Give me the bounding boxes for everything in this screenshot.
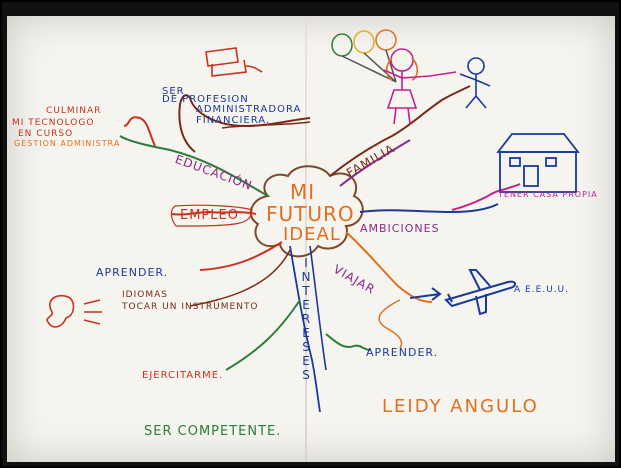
note-en-curso: EN CURSO — [18, 129, 74, 139]
note-eeuu: A E.E.U.U. — [514, 285, 570, 295]
note-tecnologo: MI TECNOLOGO — [12, 118, 95, 128]
branch-empleo — [171, 210, 257, 216]
branch-ambiciones — [359, 203, 499, 214]
note-tener-casa: TENER CASA PROPIA — [498, 190, 598, 199]
balloons-drawing — [331, 29, 397, 83]
note-idiomas: IDIOMAS — [122, 290, 168, 300]
note-aprender-bottom: APRENDER. — [366, 346, 439, 359]
house-drawing — [496, 133, 580, 193]
note-administradora: ADMINISTRADORA — [196, 104, 302, 115]
center-title-line1: MI — [290, 180, 316, 204]
girl-drawing — [383, 48, 457, 125]
note-ser: SER — [162, 86, 185, 97]
branch-casa — [451, 183, 521, 211]
empleo-box — [170, 204, 253, 227]
branch-idiomas — [189, 249, 291, 307]
face-drawing — [46, 294, 102, 328]
center-cloud — [249, 165, 364, 258]
arrow-viajar — [409, 287, 442, 301]
branch-orange-wave — [378, 299, 403, 349]
paper-sheet — [7, 16, 615, 462]
branch-familia — [329, 85, 471, 177]
note-ejercitarme: EJERCITARME. — [142, 370, 224, 381]
underline-familia — [339, 139, 411, 187]
branch-aprender-top — [199, 241, 283, 271]
note-culminar: CULMINAR — [46, 106, 102, 116]
center-title-line2: FUTURO — [266, 202, 355, 226]
note-ser-competente: SER COMPETENTE. — [144, 424, 282, 439]
branch-label-intereses: INTERESES — [299, 256, 313, 382]
note-financiera: FINANCIERA. — [196, 115, 271, 126]
signature: LEIDY ANGULO — [382, 396, 539, 417]
branch-viajar — [345, 231, 433, 303]
branch-educacion — [119, 135, 269, 197]
branch-culminar — [123, 116, 156, 147]
graduation-drawing — [205, 47, 263, 77]
note-instrumento: TOCAR UN INSTRUMENTO — [122, 302, 259, 312]
branch-aprender-bottom — [325, 333, 371, 351]
note-gestion: GESTION ADMINISTRA — [14, 139, 121, 148]
underline-profesion — [221, 121, 311, 129]
branch-label-ambiciones: AMBICIONES — [360, 222, 440, 235]
boy-drawing — [459, 57, 491, 109]
paper-fold — [305, 16, 307, 462]
center-title-line3: IDEAL — [283, 224, 341, 245]
branch-ejercitarme — [225, 299, 301, 371]
branch-intereses — [289, 245, 321, 413]
note-profesion: DE PROFESION — [162, 94, 249, 105]
airplane-drawing — [444, 269, 516, 316]
branch-intereses-2 — [309, 245, 327, 371]
branch-label-empleo: EMPLEO — [180, 208, 239, 223]
note-aprender-top: APRENDER. — [96, 266, 169, 279]
